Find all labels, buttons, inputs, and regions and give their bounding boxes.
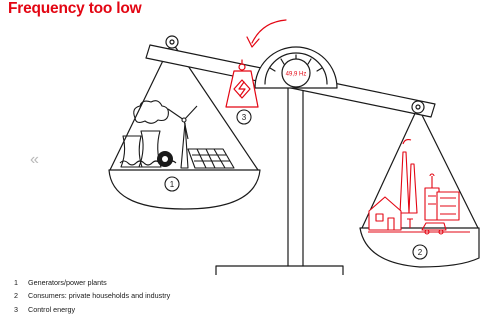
svg-text:3: 3 <box>242 113 247 122</box>
svg-text:2: 2 <box>418 248 423 257</box>
legend-text: Control energy <box>28 303 75 316</box>
scale-post <box>288 87 303 266</box>
power-plants-icon <box>120 101 234 168</box>
frequency-balance-diagram: 49,9 Hz 1 2 3 <box>0 0 480 275</box>
legend-number: 3 <box>14 303 28 316</box>
scale-base <box>216 266 343 275</box>
marker-2: 2 <box>413 245 427 259</box>
left-pivot <box>166 36 178 48</box>
right-pivot <box>412 101 424 113</box>
rotation-arrow-icon <box>252 20 286 43</box>
water-wheel-icon <box>157 151 173 167</box>
legend: 1 Generators/power plants 2 Consumers: p… <box>14 276 170 316</box>
legend-item: 1 Generators/power plants <box>14 276 170 289</box>
legend-number: 1 <box>14 276 28 289</box>
legend-text: Generators/power plants <box>28 276 107 289</box>
frequency-readout: 49,9 Hz <box>286 72 307 78</box>
legend-item: 2 Consumers: private households and indu… <box>14 289 170 302</box>
legend-number: 2 <box>14 289 28 302</box>
marker-1: 1 <box>165 177 179 191</box>
svg-text:1: 1 <box>170 180 175 189</box>
marker-3: 3 <box>237 110 251 124</box>
left-pan-bowl <box>109 170 260 209</box>
legend-item: 3 Control energy <box>14 303 170 316</box>
households-industry-icon <box>368 140 470 235</box>
legend-text: Consumers: private households and indust… <box>28 289 170 302</box>
